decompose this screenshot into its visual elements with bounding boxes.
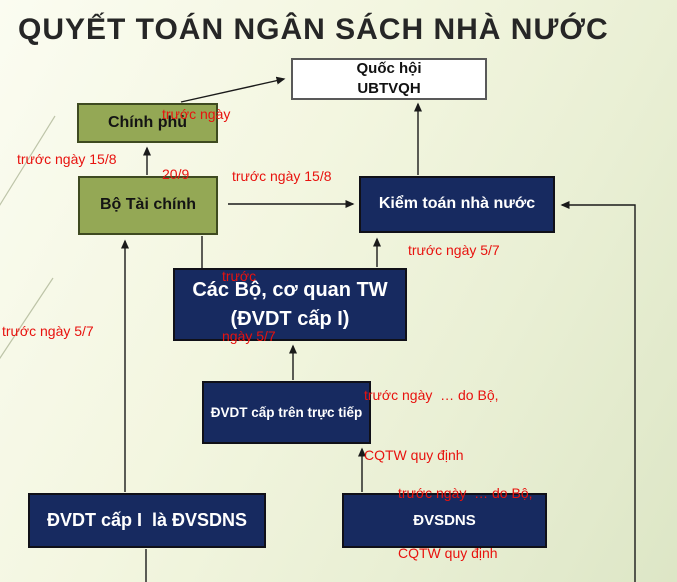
node-cac-bo-co-quan-tw: Các Bộ, cơ quan TW (ĐVDT cấp I) <box>173 268 407 341</box>
node-quoc-hoi-line1: Quốc hội <box>356 59 422 77</box>
node-dvdt-cap-tren-label: ĐVDT cấp trên trực tiếp <box>210 404 363 420</box>
edge-label-truoc-ngay-20-9-line2: 20/9 <box>162 166 190 183</box>
decorative-diagonal-line-bottom <box>0 277 54 360</box>
node-dvdt-cap1-label: ĐVDT cấp I là ĐVSDNS <box>46 509 248 530</box>
edge-label-truoc-ngay-15-8-left: trước ngày 15/8 <box>17 151 117 167</box>
edge-label-do-bo-lower-line1: trước ngày … do Bộ, <box>398 484 533 501</box>
node-cac-bo-line2: (ĐVDT cấp I) <box>230 307 350 330</box>
node-dvsdns-label: ĐVSDNS <box>413 511 476 529</box>
edge-label-truoc-ngay-do-bo-lower: trước ngày … do Bộ, CQTW quy định <box>398 442 533 582</box>
arrow-chinhphu-to-quochoi <box>180 76 286 103</box>
node-kiem-toan-label: Kiểm toán nhà nước <box>378 195 536 213</box>
node-cac-bo-line1: Các Bộ, cơ quan TW <box>192 278 388 301</box>
slide-title: QUYẾT TOÁN NGÂN SÁCH NHÀ NƯỚC <box>18 13 609 46</box>
node-dvsdns: ĐVSDNS <box>342 493 547 548</box>
node-bo-tai-chinh: Bộ Tài chính <box>78 176 218 235</box>
edge-label-truoc-ngay-20-9-line1: trước ngày <box>162 105 231 122</box>
node-kiem-toan-nha-nuoc: Kiểm toán nhà nước <box>359 176 555 233</box>
arrow-right-side-to-kiemtoan <box>560 201 636 582</box>
node-quoc-hoi-line2: UBTVQH <box>357 80 421 97</box>
edge-label-do-bo-upper-line2: CQTW quy định <box>364 447 464 464</box>
edge-label-truoc-ngay-15-8-mid: trước ngày 15/8 <box>232 168 332 184</box>
edge-label-truoc-ngay-5-7-left: trước ngày 5/7 <box>2 323 94 339</box>
node-chinh-phu: Chính phủ <box>77 103 218 143</box>
node-chinh-phu-label: Chính phủ <box>107 113 188 131</box>
edge-label-truoc-ngay-5-7-stacked-line2: ngày 5/7 <box>222 328 276 345</box>
node-bo-tai-chinh-label: Bộ Tài chính <box>100 196 196 214</box>
edge-label-do-bo-upper-line1: trước ngày … do Bộ, <box>364 386 499 403</box>
edge-label-truoc-ngay-20-9: trước ngày 20/9 <box>162 63 230 225</box>
node-dvdt-cap-tren-truc-tiep: ĐVDT cấp trên trực tiếp <box>202 381 371 444</box>
node-quoc-hoi-ubtvqh: Quốc hội UBTVQH <box>291 58 487 100</box>
edge-label-truoc-ngay-5-7-stacked-line1: trước <box>222 267 257 284</box>
edge-label-truoc-ngay-5-7-audit: trước ngày 5/7 <box>408 242 500 258</box>
node-dvdt-cap1-la-dvsdns: ĐVDT cấp I là ĐVSDNS <box>28 493 266 548</box>
decorative-diagonal-line-top <box>0 115 56 206</box>
edge-label-truoc-ngay-do-bo-upper: trước ngày … do Bộ, CQTW quy định <box>364 344 499 506</box>
edge-label-truoc-ngay-5-7-stacked: trước ngày 5/7 <box>222 225 276 387</box>
edge-label-do-bo-lower-line2: CQTW quy định <box>398 545 498 562</box>
